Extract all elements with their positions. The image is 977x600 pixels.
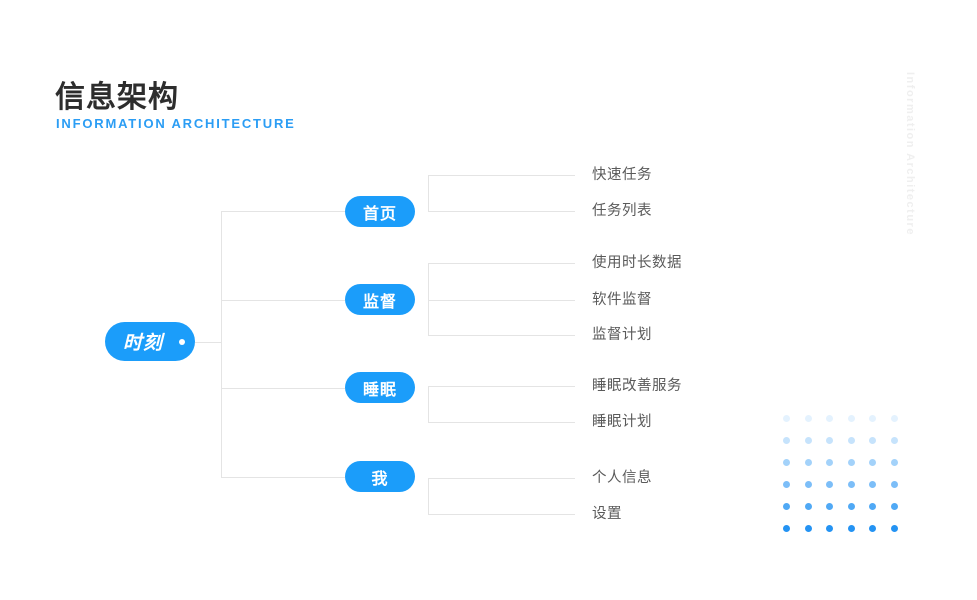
decor-dot	[783, 502, 791, 510]
decor-dot	[826, 436, 834, 444]
connector-line	[222, 477, 345, 478]
bracket-line	[428, 263, 429, 336]
decor-dot	[869, 436, 877, 444]
connector-line	[428, 211, 575, 212]
decor-dot	[826, 502, 834, 510]
leaf-item: 软件监督	[592, 292, 652, 308]
decor-dot	[804, 524, 812, 532]
decor-dot	[890, 502, 898, 510]
decor-dot	[847, 524, 855, 532]
bracket-line	[428, 386, 429, 423]
connector-line	[428, 335, 575, 336]
branch-node-supervision: 监督	[345, 284, 415, 315]
decor-dot	[826, 480, 834, 488]
decor-dot	[869, 458, 877, 466]
leaf-item: 快速任务	[592, 167, 652, 183]
decor-dot	[847, 436, 855, 444]
connector-line	[428, 263, 575, 264]
branch-node-label: 监督	[362, 293, 397, 311]
connector-line	[428, 422, 575, 423]
decor-dot	[783, 524, 791, 532]
connector-line	[428, 175, 575, 176]
leaf-item: 使用时长数据	[592, 255, 682, 271]
bullet-dot-icon	[179, 338, 185, 345]
leaf-item: 任务列表	[592, 203, 652, 219]
decor-dot	[890, 524, 898, 532]
decor-dot	[890, 436, 898, 444]
decor-dot	[890, 480, 898, 488]
leaf-item: 个人信息	[592, 470, 652, 486]
connector-line	[428, 514, 575, 515]
decor-dot	[826, 414, 834, 422]
connector-line	[222, 388, 345, 389]
decor-dot	[804, 436, 812, 444]
connector-line	[222, 300, 345, 301]
branch-node-home: 首页	[345, 196, 415, 227]
root-node-label: 时刻	[122, 333, 163, 354]
decor-dot	[804, 502, 812, 510]
connector-line	[428, 300, 575, 301]
connector-line	[428, 386, 575, 387]
page-subtitle: INFORMATION ARCHITECTURE	[56, 116, 296, 131]
decor-dot	[847, 458, 855, 466]
decor-dot	[783, 436, 791, 444]
decor-dot	[847, 480, 855, 488]
decor-dot	[783, 480, 791, 488]
root-node: 时刻	[105, 322, 195, 361]
branch-node-label: 首页	[362, 205, 397, 223]
decor-dot	[890, 458, 898, 466]
decor-dot	[890, 414, 898, 422]
decor-dot	[804, 458, 812, 466]
branch-node-sleep: 睡眠	[345, 372, 415, 403]
branch-node-label: 我	[371, 470, 389, 488]
decor-dot	[847, 414, 855, 422]
decor-dot	[869, 502, 877, 510]
connector-line	[222, 211, 345, 212]
decor-dot	[826, 524, 834, 532]
leaf-item: 睡眠改善服务	[592, 378, 682, 394]
decor-dot	[804, 414, 812, 422]
page-title: 信息架构	[55, 81, 179, 114]
dot-grid	[776, 407, 905, 539]
bracket-line	[428, 478, 429, 515]
watermark-text: Information Architecture	[904, 72, 916, 236]
decor-dot	[869, 480, 877, 488]
leaf-item: 设置	[592, 506, 622, 522]
leaf-item: 监督计划	[592, 327, 652, 343]
branch-node-me: 我	[345, 461, 415, 492]
trunk-line	[221, 211, 222, 478]
decor-dot	[869, 414, 877, 422]
decor-dot	[804, 480, 812, 488]
decor-dot	[783, 458, 791, 466]
leaf-item: 睡眠计划	[592, 414, 652, 430]
decor-dot	[869, 524, 877, 532]
bracket-line	[428, 175, 429, 212]
connector-line	[428, 478, 575, 479]
decor-dot	[783, 414, 791, 422]
decor-dot	[847, 502, 855, 510]
branch-node-label: 睡眠	[362, 381, 397, 399]
connector-line	[195, 342, 222, 343]
decor-dot	[826, 458, 834, 466]
